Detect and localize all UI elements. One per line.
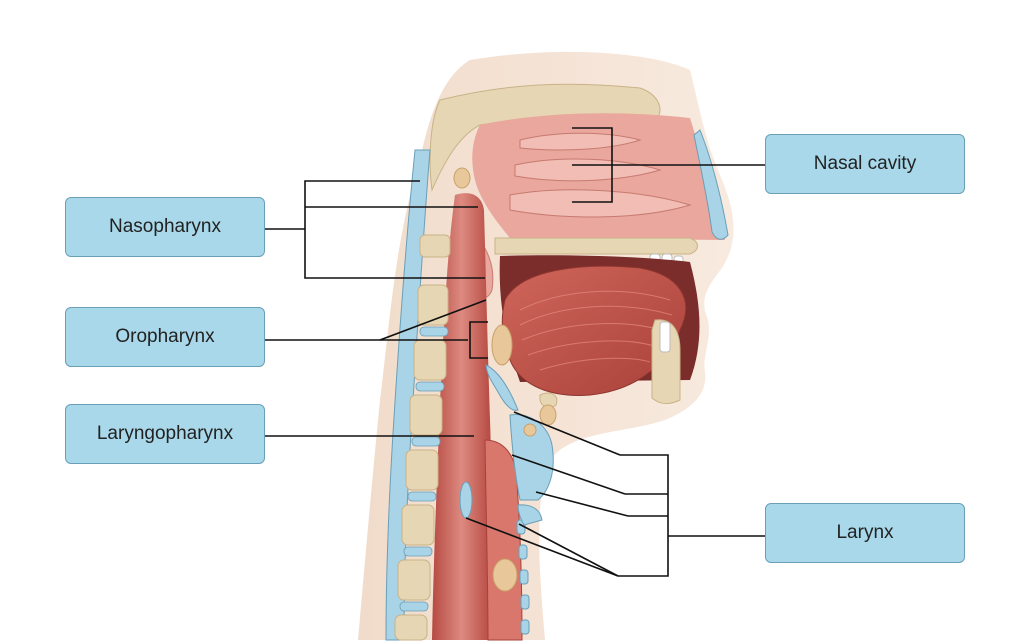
larynx-pointer-arytenoid [465,517,619,577]
larynx-pointer-ring [518,523,619,577]
lower-tooth [659,321,671,353]
nasal-concha-upper [519,132,642,151]
epiglottis [485,364,519,411]
cricoid-cartilage [517,504,543,526]
label-nasopharynx: Nasopharynx [65,197,265,257]
thyroid-cartilage [509,414,554,501]
label-larynx: Larynx [765,503,965,563]
nasal-concha-lower [509,189,692,218]
tonsil [491,324,513,366]
larynx-pointer-epiglottis [513,411,621,456]
label-laryngopharynx: Laryngopharynx [65,404,265,464]
leader-lines [265,127,765,577]
hyoid-bone [539,392,558,409]
hard-palate [494,237,698,255]
larynx-pointer-cricoid [535,491,629,517]
nose-cartilage [693,129,729,240]
larynx-pointer-thyroid [511,454,626,495]
arytenoid-cartilage [459,481,473,519]
oropharynx-bracket [469,321,488,359]
oropharynx-leader-a [379,299,487,341]
tracheal-rings [516,519,530,635]
pharyngeal-tonsil [453,167,471,189]
thyroid-gland [492,404,557,592]
label-nasal-cavity: Nasal cavity [765,134,965,194]
label-oropharynx: Oropharynx [65,307,265,367]
intervertebral-discs [399,326,449,612]
vertebrae [394,234,451,641]
